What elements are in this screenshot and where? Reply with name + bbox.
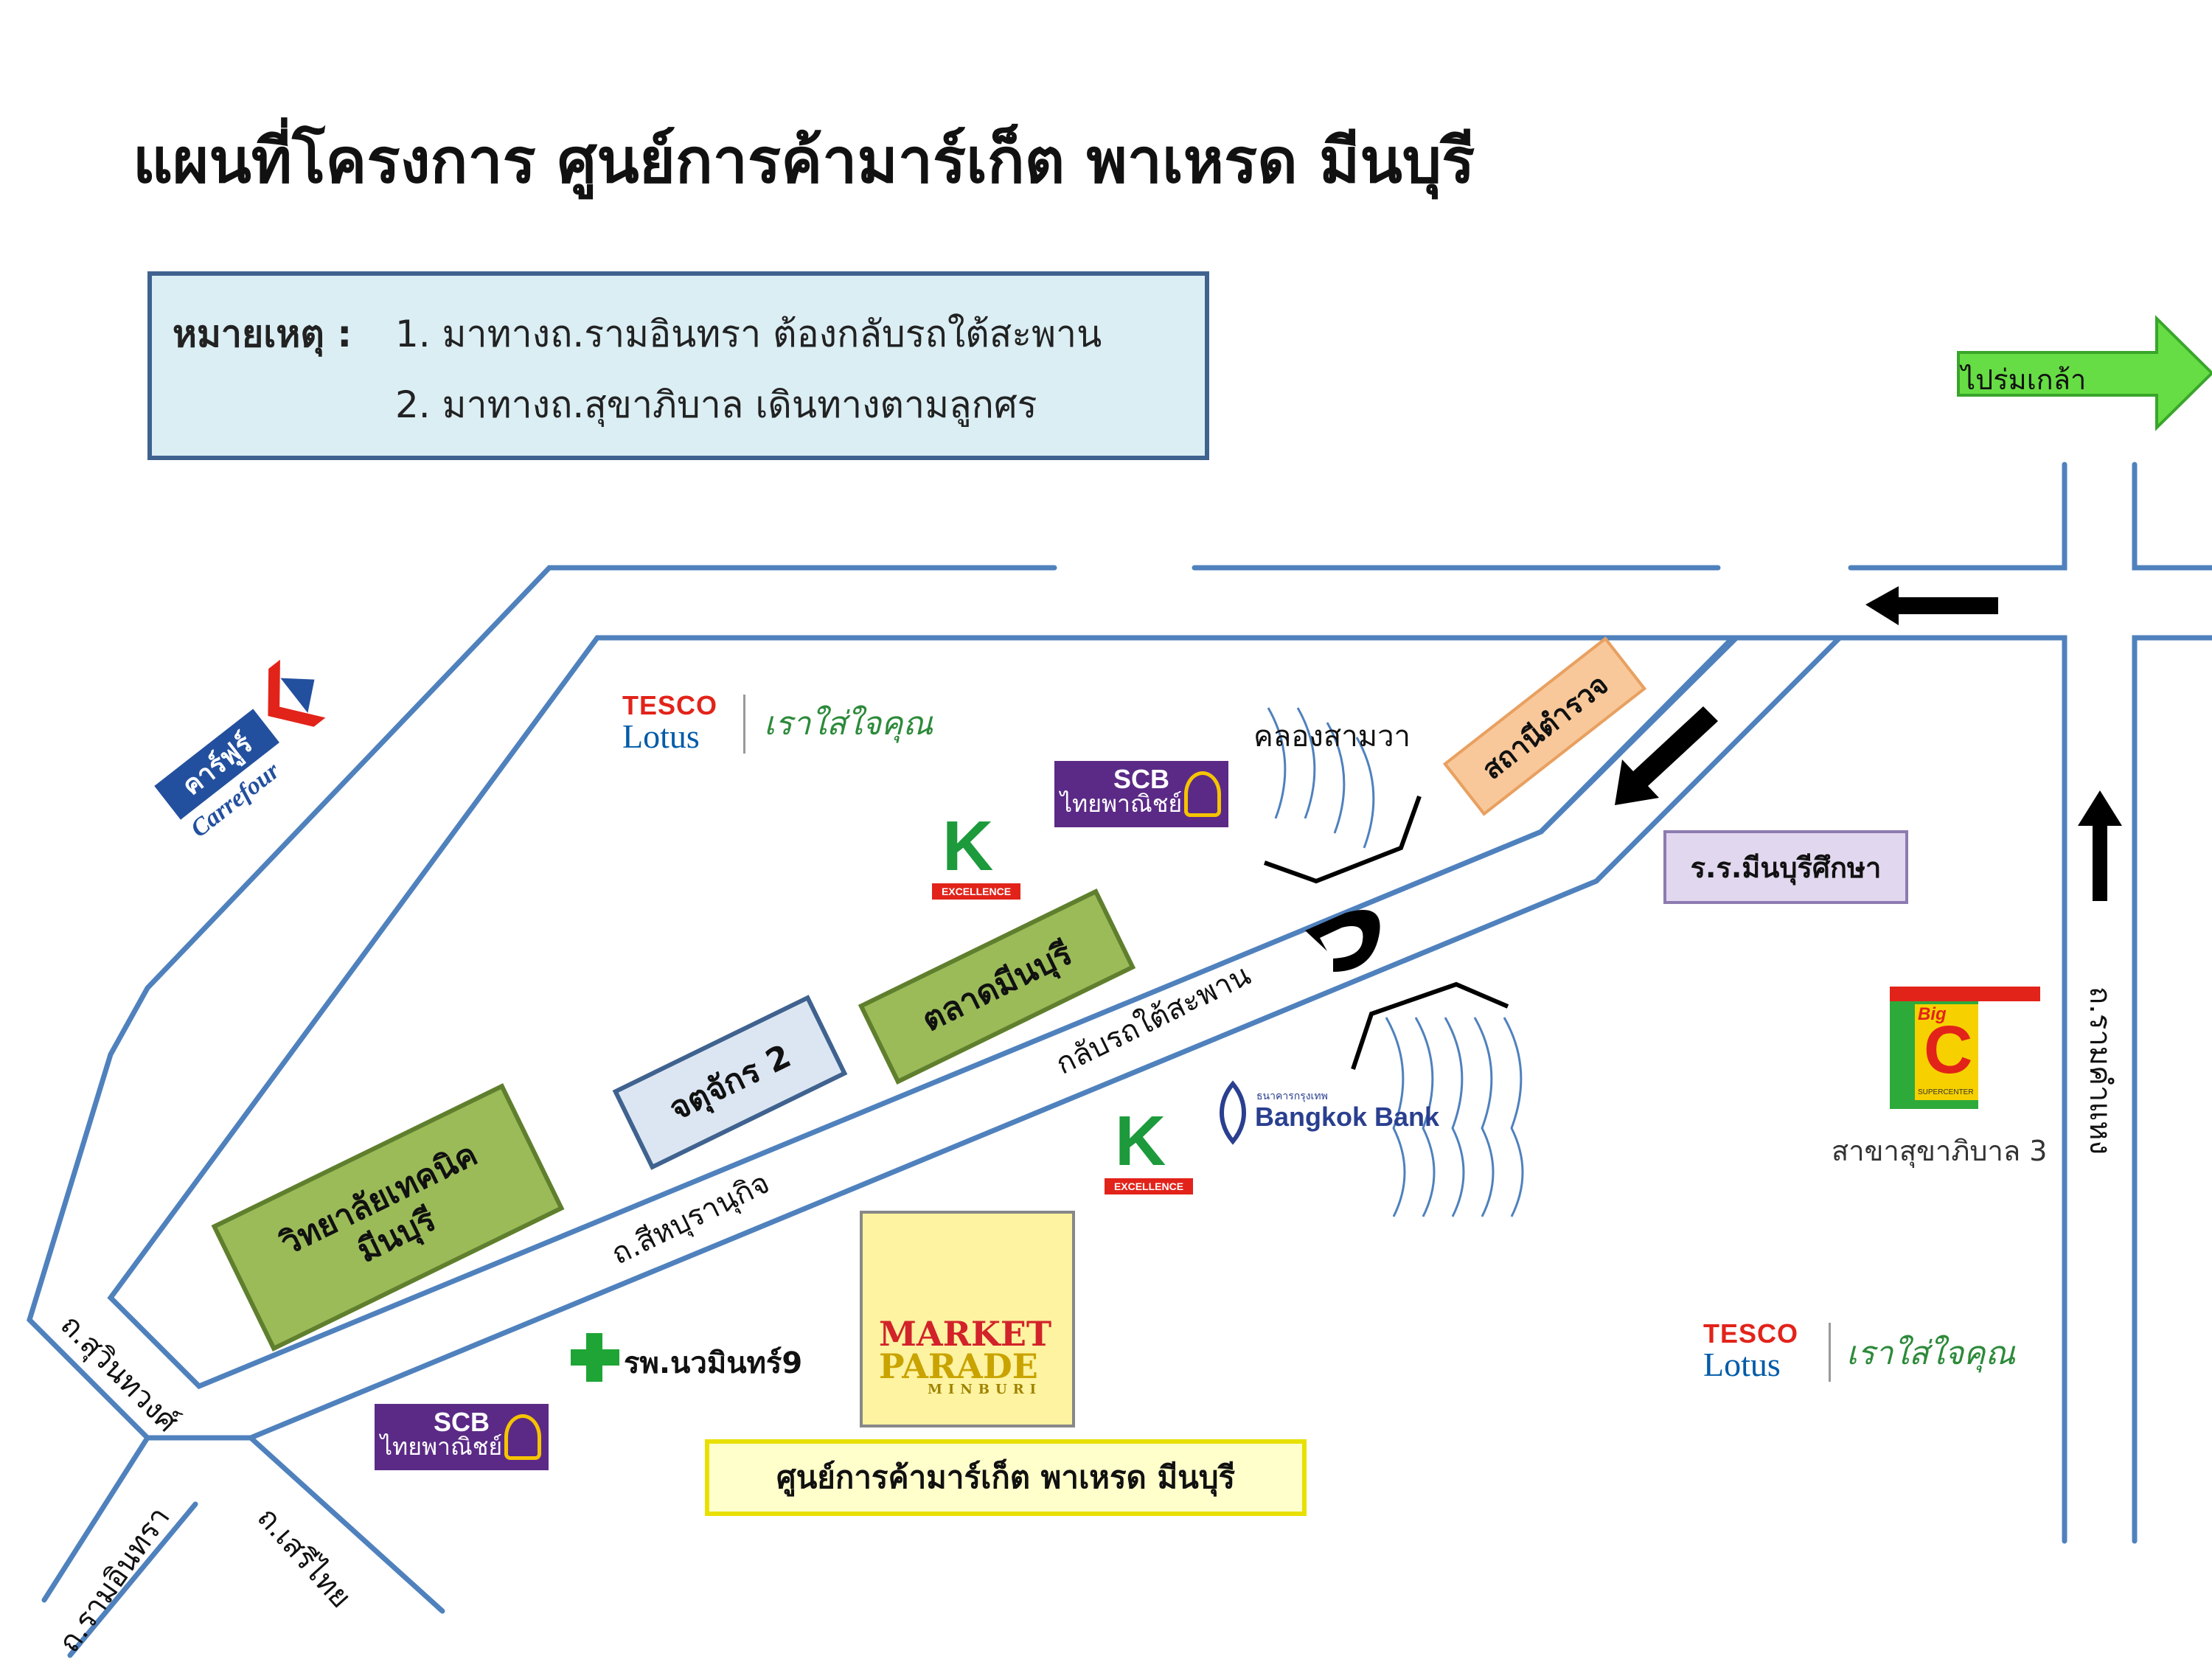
arrow-up-icon (2078, 790, 2122, 901)
kbank-letter: K (942, 807, 994, 886)
kbank-bar-2: EXCELLENCE (1105, 1178, 1193, 1194)
scb-top-2: SCB (433, 1407, 490, 1437)
note-box: หมายเหตุ : 1. มาทางถ.รามอินทรา ต้องกลับร… (147, 271, 1209, 460)
tesco-brand-2: TESCO (1703, 1318, 1799, 1349)
road-line (2132, 462, 2212, 571)
big-c-logo: Big C SUPERCENTER (1890, 987, 2040, 1109)
note-heading: หมายเหตุ : (173, 313, 352, 355)
road-line (67, 1501, 198, 1658)
direction-sign-label: ไปร่มเกล้า (1961, 364, 2087, 396)
arrow-left-icon (1865, 586, 1998, 625)
tesco-slogan: เราใส่ใจคุณ (764, 705, 933, 742)
road-line (1848, 462, 2067, 571)
kbank-letter-2: K (1115, 1102, 1166, 1180)
kbank-logo: K EXCELLENCE (932, 811, 1020, 900)
tesco-sub-2: Lotus (1703, 1346, 1781, 1383)
canal-label: คลองสามวา (1253, 720, 1411, 754)
bangkok-bank-thai: ธนาคารกรุงเทพ (1256, 1091, 1328, 1102)
scb-bottom-2: ไทยพาณิชย์ (380, 1433, 503, 1461)
hospital-label: รพ.นวมินทร์9 (624, 1346, 803, 1380)
note-line-2: 2. มาทางถ.สุขาภิบาล เดินทางตามลูกศร (395, 383, 1037, 426)
page-title: แผนที่โครงการ ศูนย์การค้ามาร์เก็ต พาเหรด… (133, 125, 1475, 197)
market-parade-logo-line1: MARKET (879, 1314, 1052, 1354)
note-line-1: 1. มาทางถ.รามอินทรา ต้องกลับรถใต้สะพาน (395, 313, 1102, 355)
tesco-slogan-2: เราใส่ใจคุณ (1846, 1335, 2016, 1372)
scb-top: SCB (1113, 764, 1169, 794)
tesco-brand: TESCO (622, 690, 718, 720)
market-parade-logo-line3: MINBURI (928, 1382, 1043, 1397)
market-parade-logo-line2: PARADE (879, 1346, 1038, 1386)
carrefour-logo: คาร์ฟูร์ Carrefour (85, 591, 372, 883)
big-c-word: Big (1918, 1004, 1947, 1024)
u-turn-icon (1305, 910, 1380, 972)
scb-bottom: ไทยพาณิชย์ (1060, 790, 1183, 818)
bangkok-bank-emblem-icon (1220, 1080, 1246, 1145)
road-label-ramkhamhaeng: ถ.รามคำแหง (2083, 986, 2118, 1155)
tesco-lotus-logo-2: TESCO Lotus (1703, 1318, 1799, 1383)
school-box: ร.ร.มีนบุรีศึกษา (1663, 830, 1908, 904)
big-c-letter: C (1924, 1012, 1973, 1088)
road-line (246, 635, 1843, 1614)
kbank-logo-2: K EXCELLENCE (1105, 1106, 1193, 1194)
road-line (594, 635, 1743, 835)
market-parade-label: ศูนย์การค้ามาร์เก็ต พาเหรด มีนบุรี (705, 1439, 1307, 1516)
tesco-sub: Lotus (622, 717, 700, 755)
scb-emblem-icon-2 (504, 1414, 541, 1460)
tesco-lotus-logo: TESCO Lotus (622, 690, 718, 755)
market-parade-logo: MARKET PARADE MINBURI (860, 1211, 1075, 1427)
direction-arrows (1305, 586, 2122, 972)
scb-emblem-icon (1184, 771, 1221, 817)
kbank-bar: EXCELLENCE (932, 883, 1020, 900)
hospital-cross-icon (571, 1333, 619, 1382)
bangkok-bank-en: Bangkok Bank (1255, 1102, 1440, 1132)
big-c-tag: SUPERCENTER (1918, 1088, 1974, 1096)
road-line (2132, 635, 2212, 1544)
road-line (107, 635, 2067, 1544)
green-arrow-sign (1957, 315, 2212, 431)
big-c-bg (1890, 987, 2040, 1109)
canal-waves (1267, 707, 1524, 1217)
carrefour-emblem-icon (268, 659, 326, 727)
scb-logo-2: SCB ไทยพาณิชย์ (375, 1404, 549, 1470)
tesco-divider-2 (1829, 1323, 1831, 1382)
scb-logo: SCB ไทยพาณิชย์ (1054, 761, 1228, 827)
arrow-down-left-icon (1615, 706, 1718, 805)
bridge-rails (1263, 795, 1509, 1070)
tesco-divider (743, 695, 745, 754)
big-c-branch-label: สาขาสุขาภิบาล 3 (1832, 1135, 2048, 1167)
